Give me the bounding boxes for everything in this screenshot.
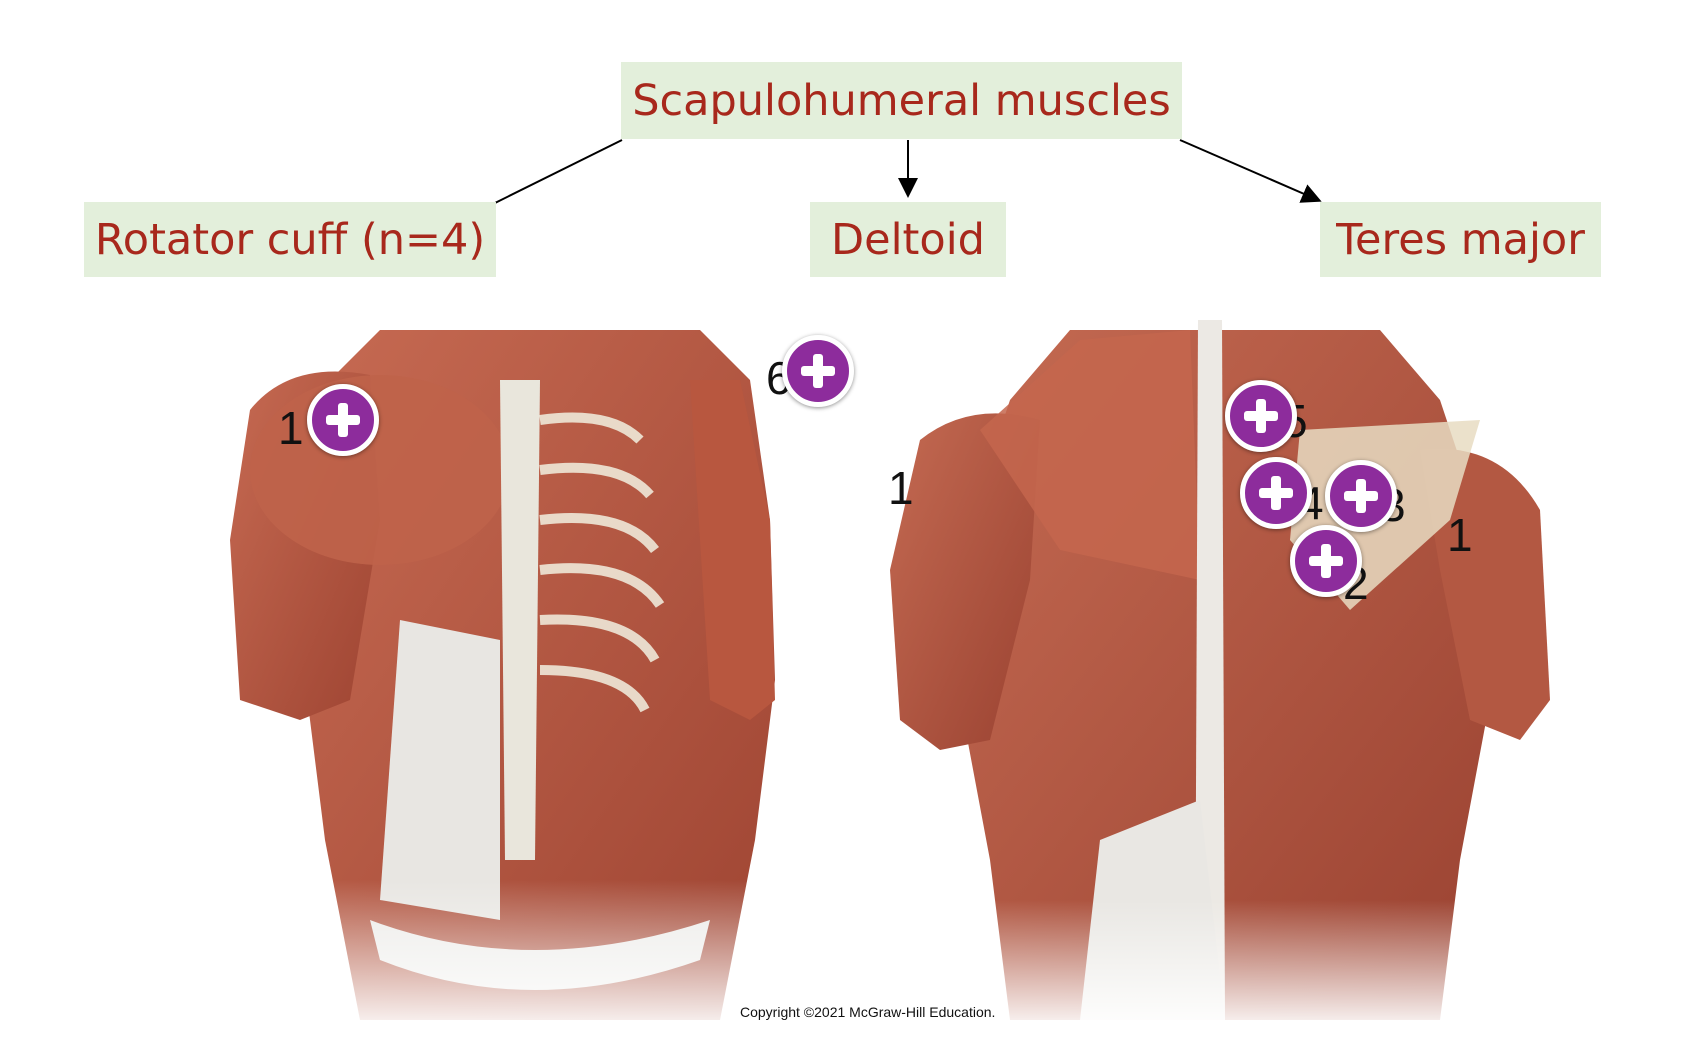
ribs	[539, 412, 665, 713]
right-arm	[690, 380, 775, 720]
plus-icon	[1244, 399, 1278, 433]
back-left-arm	[890, 413, 1040, 750]
deltoid-box: Deltoid	[810, 202, 1006, 277]
copyright-notice: Copyright ©2021 McGraw-Hill Education.	[740, 1004, 996, 1020]
teres-major-box: Teres major	[1320, 202, 1601, 277]
hotspot-back-2[interactable]	[1290, 525, 1362, 597]
back-label-1-right: 1	[1447, 509, 1473, 561]
hotspot-front-6[interactable]	[782, 335, 854, 407]
title-box: Scapulohumeral muscles	[621, 62, 1182, 139]
connector-rotator-cuff	[494, 139, 623, 204]
abdominal-fascia	[380, 620, 500, 920]
anterior-torso-illustration	[230, 330, 850, 1020]
deltoid-label: Deltoid	[831, 214, 985, 265]
hotspot-back-4[interactable]	[1240, 457, 1312, 529]
back-label-1-left: 1	[888, 462, 914, 514]
plus-icon	[801, 354, 835, 388]
back-right-arm	[1420, 448, 1550, 740]
rotator-cuff-label: Rotator cuff (n=4)	[94, 214, 486, 265]
sternum	[500, 380, 540, 860]
rotator-cuff-box: Rotator cuff (n=4)	[84, 202, 496, 277]
connector-teres-major	[1179, 139, 1322, 203]
teres-major-label: Teres major	[1336, 214, 1585, 265]
diagram-title: Scapulohumeral muscles	[632, 75, 1171, 126]
front-label-1: 1	[278, 402, 304, 454]
trapezius	[980, 330, 1200, 580]
hotspot-back-5[interactable]	[1225, 380, 1297, 452]
hotspot-front-1[interactable]	[307, 384, 379, 456]
plus-icon	[1309, 544, 1343, 578]
plus-icon	[1259, 476, 1293, 510]
plus-icon	[1344, 479, 1378, 513]
hotspot-back-3[interactable]	[1325, 460, 1397, 532]
plus-icon	[326, 403, 360, 437]
